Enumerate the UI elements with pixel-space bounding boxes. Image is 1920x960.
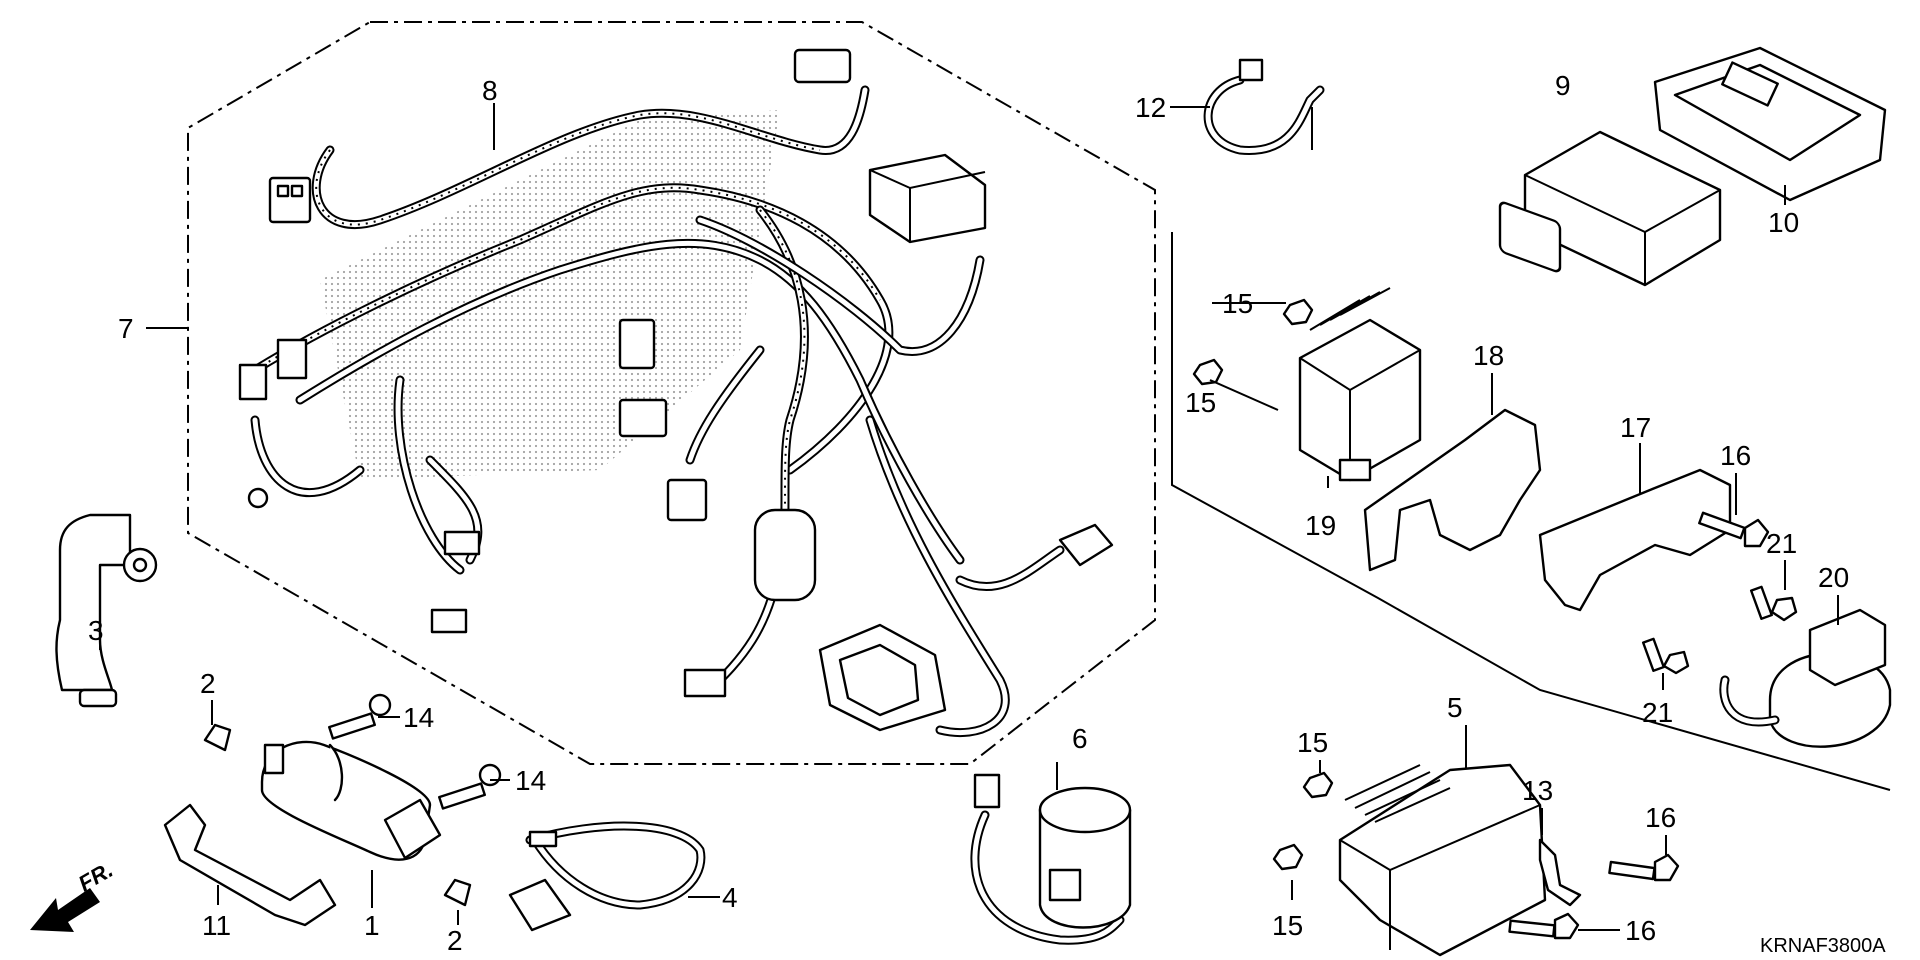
callout-15-bottom-top: 15	[1297, 727, 1328, 758]
ignition-coil	[260, 740, 442, 861]
callout-3: 3	[88, 615, 104, 646]
front-direction-arrow: FR.	[30, 857, 117, 932]
high-tension-cord	[508, 821, 706, 932]
callout-10: 10	[1768, 207, 1799, 238]
callout-16-bottom: 16	[1625, 915, 1656, 946]
callout-1: 1	[364, 910, 380, 941]
callout-16-mid: 16	[1645, 802, 1676, 833]
callout-15-top: 15	[1222, 288, 1253, 319]
callout-15-mid: 15	[1185, 387, 1216, 418]
callout-7: 7	[118, 313, 134, 344]
main-wire-harness	[238, 48, 1114, 738]
cdi-rubber-cover	[1653, 46, 1887, 202]
callout-8: 8	[482, 75, 498, 106]
regulator-bracket	[1363, 408, 1542, 572]
callout-17: 17	[1620, 412, 1651, 443]
front-label: FR.	[74, 857, 117, 896]
voltage-regulator	[1338, 763, 1547, 957]
ignition-coil-clip	[203, 723, 472, 907]
callout-9: 9	[1555, 70, 1571, 101]
callout-15-bottom: 15	[1272, 910, 1303, 941]
cdi-unit	[1498, 130, 1722, 287]
diagram-code: KRNAF3800A	[1760, 935, 1886, 957]
callout-21-top: 21	[1766, 528, 1797, 559]
ground-terminal	[1538, 838, 1582, 907]
callout-12: 12	[1135, 92, 1166, 123]
harness-group-outline	[187, 21, 1156, 765]
callout-14-bottom: 14	[515, 765, 546, 796]
callout-18: 18	[1473, 340, 1504, 371]
flange-bolt-16	[1508, 511, 1770, 940]
callout-2-bottom: 2	[447, 925, 463, 956]
callout-11: 11	[202, 910, 231, 941]
cdi-bracket	[1538, 468, 1732, 612]
spark-plug-cap	[55, 513, 158, 708]
callout-16-top: 16	[1720, 440, 1751, 471]
callout-14-top: 14	[403, 702, 434, 733]
callout-13: 13	[1522, 775, 1553, 806]
bracket-group-outline	[1171, 232, 1891, 791]
callout-21-bottom: 21	[1642, 697, 1673, 728]
callout-20: 20	[1818, 562, 1849, 593]
callout-6: 6	[1072, 723, 1088, 754]
callout-4: 4	[722, 882, 738, 913]
starter-relay	[1719, 608, 1892, 748]
regulator-rectifier	[1298, 287, 1422, 482]
bolt-14	[328, 693, 502, 810]
flange-bolt-21	[1641, 585, 1798, 675]
callout-5: 5	[1447, 692, 1463, 723]
harness-band	[1203, 58, 1325, 155]
leader-lines	[99, 103, 1839, 931]
callout-19: 19	[1305, 510, 1336, 541]
callout-2-top: 2	[200, 668, 216, 699]
condenser	[970, 773, 1132, 945]
coil-bracket	[163, 803, 337, 927]
